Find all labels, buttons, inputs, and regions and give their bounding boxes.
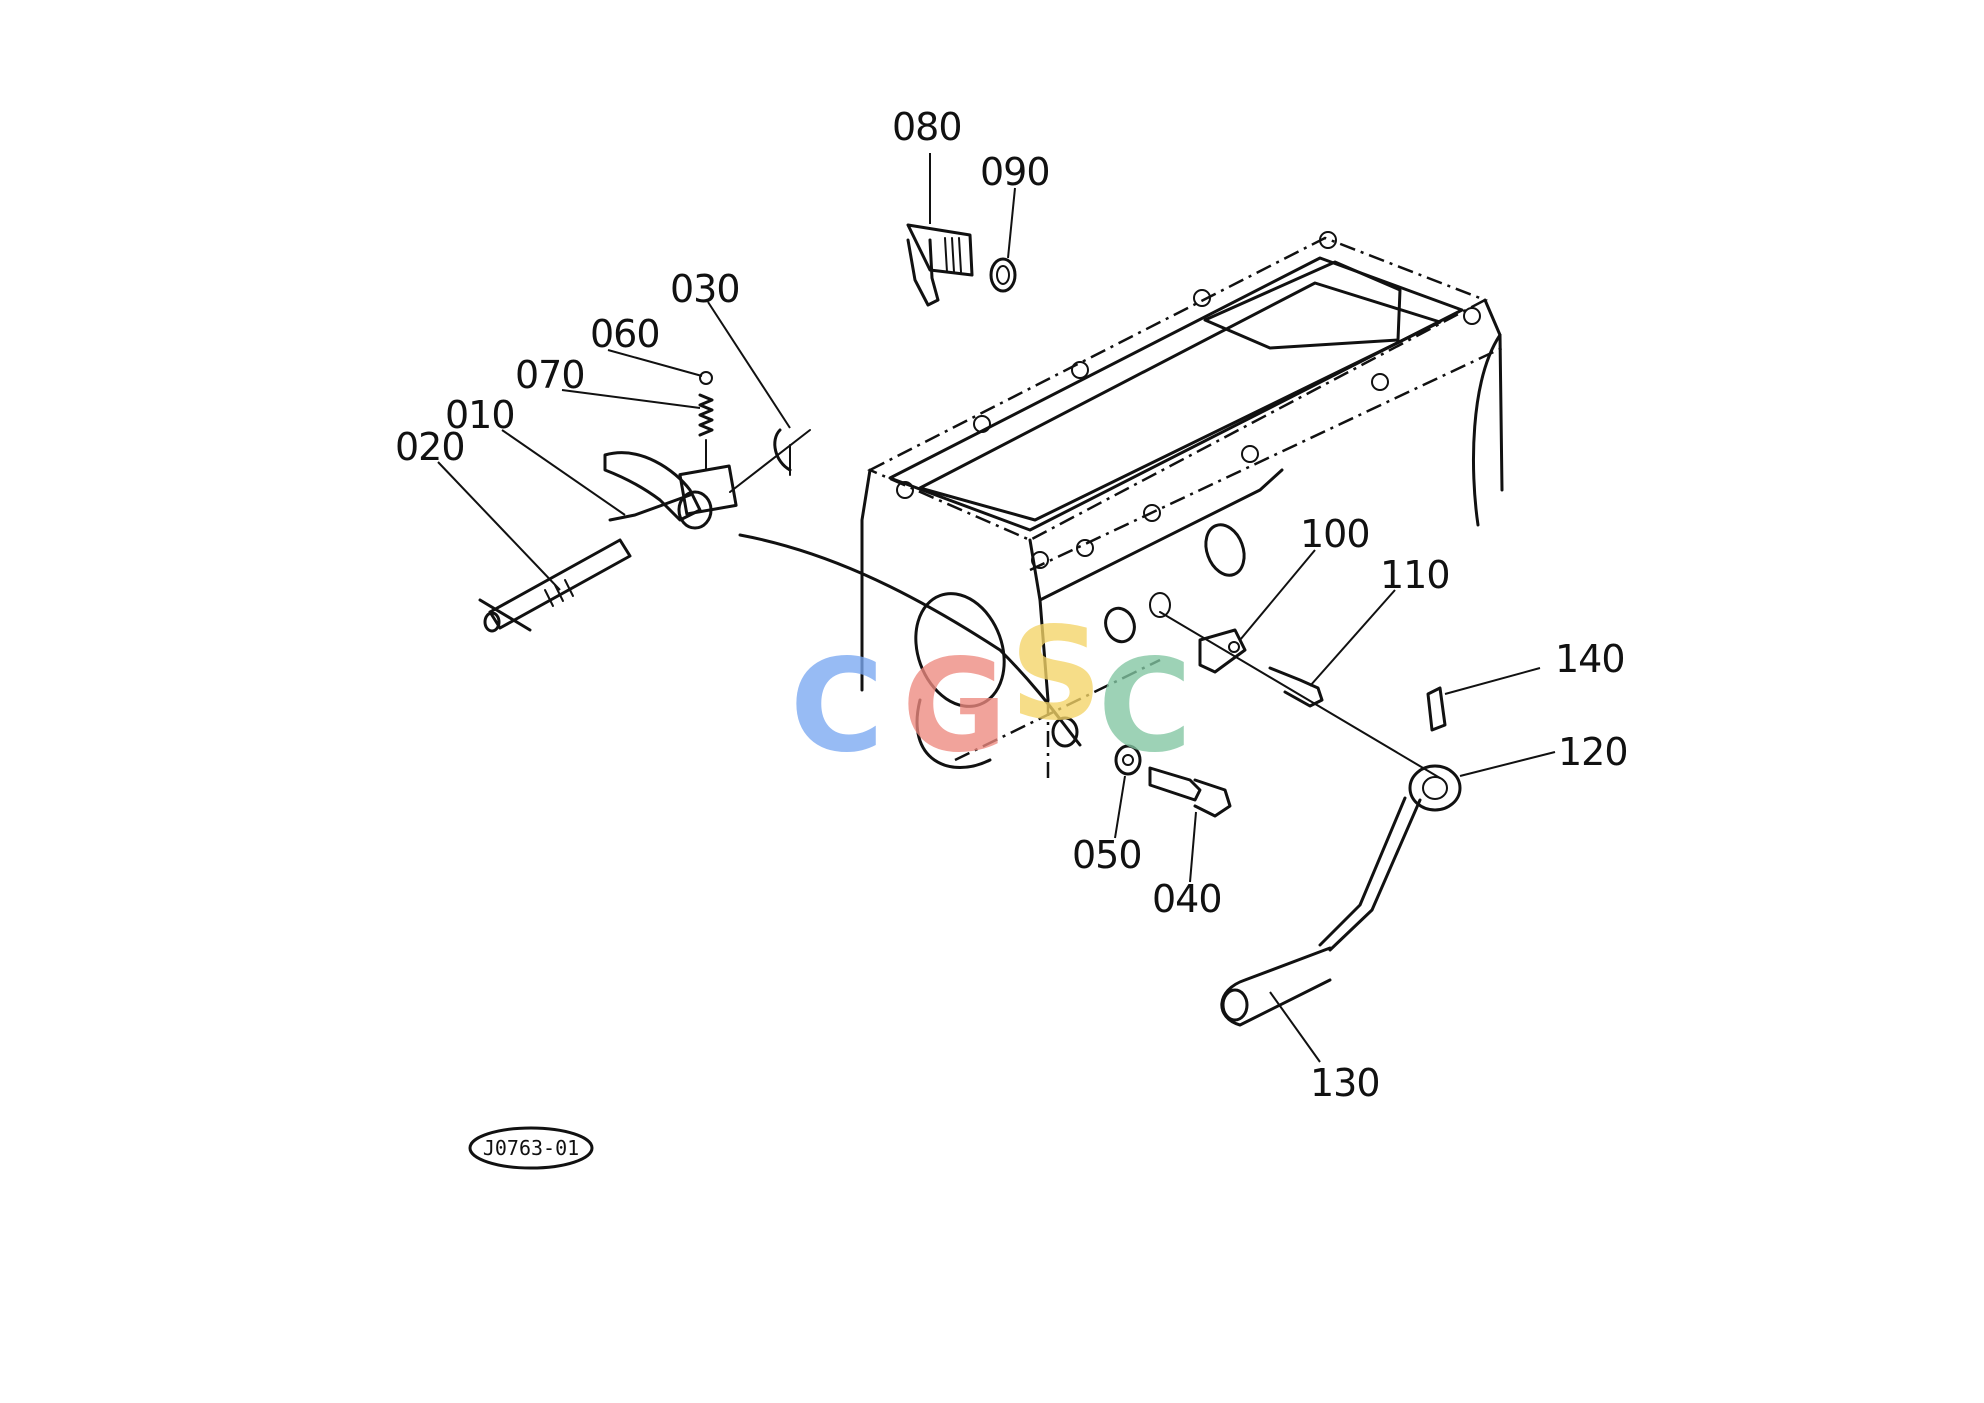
part-label-070: 070 — [515, 353, 585, 397]
part-label-030: 030 — [670, 267, 740, 311]
part-120-130-140-drawing — [1220, 686, 1462, 1027]
part-040-050-drawing — [1051, 716, 1232, 818]
part-label-060: 060 — [590, 312, 660, 356]
part-100-110-drawing — [1104, 592, 1441, 779]
part-label-090: 090 — [980, 150, 1050, 194]
transmission-case — [860, 231, 1504, 780]
part-label-080: 080 — [892, 105, 962, 149]
part-label-010: 010 — [445, 393, 515, 437]
part-label-130: 130 — [1310, 1061, 1380, 1105]
part-090-drawing — [989, 257, 1017, 293]
part-label-040: 040 — [1152, 877, 1222, 921]
watermark-letter: S — [1010, 600, 1102, 749]
drawing-code-badge: J0763-01 — [468, 1126, 594, 1170]
watermark: C G S C — [790, 600, 1192, 781]
part-label-140: 140 — [1555, 637, 1625, 681]
shift-fork-assembly — [478, 371, 1082, 747]
part-label-120: 120 — [1558, 730, 1628, 774]
part-label-110: 110 — [1380, 553, 1450, 597]
part-080-drawing — [906, 223, 974, 307]
part-label-020: 020 — [395, 425, 465, 469]
part-label-100: 100 — [1300, 512, 1370, 556]
watermark-letter: C — [1098, 632, 1192, 781]
drawing-code-text: J0763-01 — [483, 1136, 579, 1160]
part-labels: 080 090 030 060 070 010 020 100 110 140 … — [395, 105, 1629, 1105]
watermark-letter: G — [902, 632, 1007, 781]
part-label-050: 050 — [1072, 833, 1142, 877]
leader-lines — [437, 153, 1556, 1063]
watermark-letter: C — [790, 632, 884, 781]
